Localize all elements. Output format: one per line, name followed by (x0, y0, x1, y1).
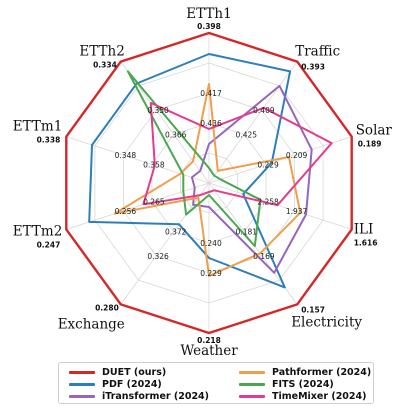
grid-spoke (66, 136, 210, 184)
series-itransformer-2024 (190, 84, 313, 274)
legend-swatch (69, 382, 95, 386)
axis-label-electricity: Electricity (291, 314, 362, 330)
legend-label: DUET (ours) (102, 366, 167, 378)
legend-swatch (239, 370, 265, 374)
legend-item-itransformer: iTransformer (2024) (69, 390, 239, 402)
axis-label-ettm2: ETTm2 (13, 223, 63, 239)
axis-label-traffic: Traffic (295, 44, 340, 60)
axis-best-value: 0.247 (37, 240, 61, 249)
ring-value-label: 0.358 (143, 161, 165, 170)
axis-best-value: 0.398 (197, 22, 221, 31)
ring-value-label: 0.436 (200, 119, 222, 128)
axis-label-exchange: Exchange (58, 316, 125, 332)
grid-spoke (208, 61, 298, 184)
ring-value-label: 1.937 (286, 207, 308, 216)
axis-best-value: 0.334 (93, 61, 117, 70)
ring-value-label: 0.229 (200, 269, 222, 278)
axis-label-etth1: ETTh1 (186, 6, 231, 22)
axis-label-ettm1: ETTm1 (13, 119, 63, 135)
legend-swatch (69, 370, 95, 374)
axis-best-value: 0.218 (197, 336, 221, 345)
grid-spoke (120, 182, 210, 305)
ring-value-label: 2.258 (257, 198, 279, 207)
grid-spoke (208, 136, 352, 184)
axis-label-etth2: ETTh2 (79, 44, 124, 60)
legend-swatch (239, 394, 265, 398)
ring-value-label: 0.409 (253, 106, 275, 115)
legend-item-duet: DUET (ours) (69, 366, 239, 378)
axis-best-value: 0.338 (37, 136, 61, 145)
ring-value-label: 0.417 (200, 89, 222, 98)
axis-best-value: 0.280 (95, 303, 119, 312)
ring-value-label: 0.181 (236, 228, 258, 237)
axis-label-weather: Weather (180, 343, 238, 359)
ring-value-label: 0.348 (115, 151, 137, 160)
axis-best-value: 1.616 (354, 238, 378, 247)
legend-label: TimeMixer (2024) (272, 390, 367, 402)
ring-value-label: 0.240 (200, 239, 222, 248)
legend: DUET (ours) Pathformer (2024) PDF (2024)… (58, 362, 374, 404)
axis-best-value: 0.393 (301, 63, 325, 72)
axis-label-ili: ILI (354, 221, 374, 237)
ring-value-label: 0.366 (165, 131, 187, 140)
grid-spoke (208, 182, 352, 230)
legend-label: Pathformer (2024) (272, 366, 372, 378)
series-pathformer-2024 (113, 83, 302, 277)
axis-best-value: 0.189 (358, 140, 382, 149)
axis-label-solar: Solar (356, 123, 393, 139)
ring-value-label: 0.265 (143, 198, 165, 207)
legend-label: PDF (2024) (102, 378, 162, 390)
legend-swatch (239, 382, 265, 386)
ring-value-label: 0.229 (257, 161, 279, 170)
legend-item-timemixer: TimeMixer (2024) (239, 390, 379, 402)
legend-label: iTransformer (2024) (102, 390, 210, 402)
ring-value-label: 0.425 (236, 131, 258, 140)
axis-best-value: 0.157 (301, 305, 325, 314)
ring-value-label: 0.372 (165, 228, 187, 237)
ring-value-label: 0.209 (286, 151, 308, 160)
series-fits-2024 (126, 70, 262, 248)
series-pdf-2024 (88, 53, 292, 289)
radar-series (65, 31, 353, 335)
ring-value-label: 0.256 (115, 207, 137, 216)
ring-value-label: 0.169 (253, 252, 275, 261)
ring-value-label: 0.350 (147, 106, 169, 115)
ring-value-label: 0.326 (147, 252, 169, 261)
legend-item-fits: FITS (2024) (239, 378, 379, 390)
series-timemixer-2024 (142, 101, 333, 207)
legend-label: FITS (2024) (272, 378, 334, 390)
legend-item-pathformer: Pathformer (2024) (239, 366, 379, 378)
series-duet-ours (65, 31, 353, 335)
legend-swatch (69, 394, 95, 398)
legend-item-pdf: PDF (2024) (69, 378, 239, 390)
